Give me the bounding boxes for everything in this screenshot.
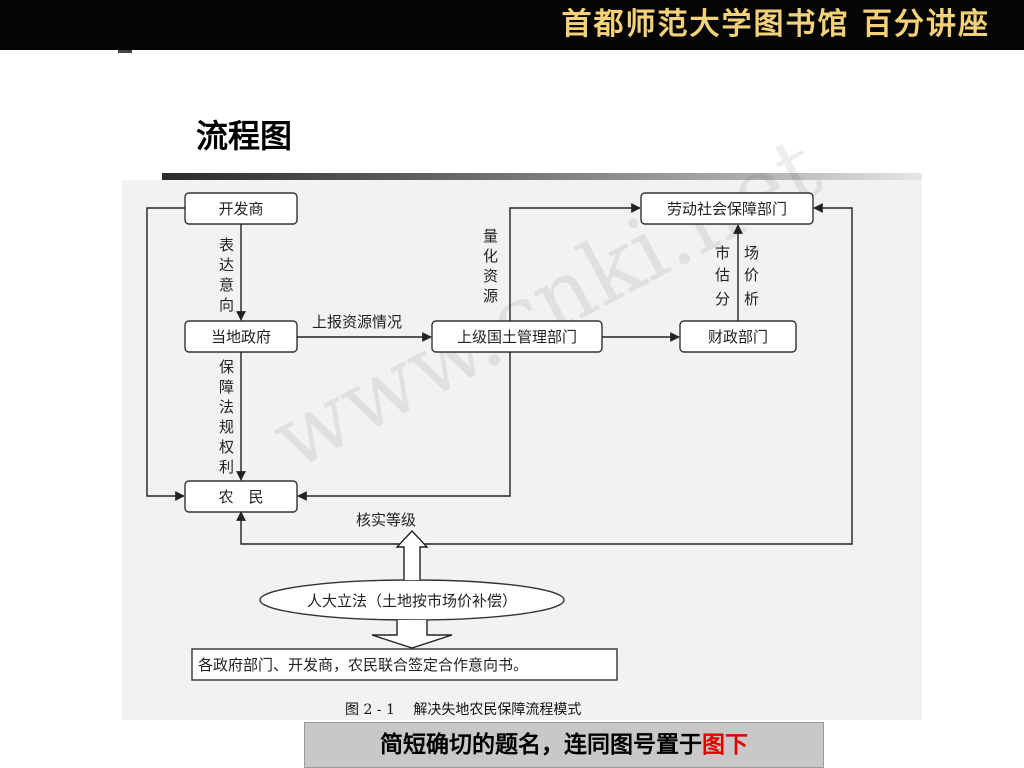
label-protect-rights-3: 规: [219, 418, 234, 436]
node-farmers-label: 农 民: [218, 488, 263, 506]
label-protect-rights-0: 保: [219, 358, 234, 376]
node-labor-dept-label: 劳动社会保障部门: [667, 200, 787, 218]
label-protect-rights-5: 利: [219, 458, 234, 476]
node-developer-label: 开发商: [218, 200, 263, 218]
label-quantify-resources-2: 资: [483, 267, 498, 285]
label-report-resources: 上报资源情况: [312, 313, 402, 331]
label-protect-rights-2: 法: [219, 398, 234, 416]
banner-title: 首都师范大学图书馆 百分讲座: [561, 7, 990, 42]
footer-note-highlight: 图下: [702, 731, 748, 758]
edge-developer-to-farmers: [146, 207, 185, 501]
label-protect-rights-1: 障: [219, 378, 234, 396]
label-express-intent-3: 向: [219, 296, 234, 314]
footer-note-text: 简短确切的题名，连同图号置于: [380, 731, 702, 758]
node-npc-label: 人大立法（土地按市场价补偿）: [307, 592, 517, 610]
title-underline: [162, 173, 922, 180]
edge-farmers-to-labor-loop: [236, 203, 853, 545]
node-agreement-box: [191, 648, 618, 681]
slide-title: 流程图: [196, 117, 293, 155]
label-market-left-2: 分: [715, 290, 730, 308]
label-quantify-resources-1: 化: [483, 247, 498, 265]
result-down-arrow: [371, 620, 453, 649]
label-express-intent-2: 意: [219, 276, 234, 294]
label-market-right-0: 场: [744, 244, 759, 262]
footer-note: 简短确切的题名，连同图号置于图下: [304, 722, 824, 768]
node-finance-dept-label: 财政部门: [708, 328, 768, 346]
label-market-right-2: 析: [744, 290, 759, 308]
label-quantify-resources-0: 量: [483, 227, 498, 245]
figure-caption: 图 2 - 1 解决失地农民保障流程模式: [345, 702, 581, 718]
label-verify-grade: 核实等级: [356, 511, 416, 529]
verify-up-arrow: [395, 529, 429, 580]
header-accent: [118, 50, 132, 53]
label-market-left-1: 估: [715, 266, 730, 284]
node-agreement-label: 各政府部门、开发商，农民联合签定合作意向书。: [198, 656, 528, 674]
node-land-dept-label: 上级国土管理部门: [457, 328, 577, 346]
label-express-intent-1: 达: [219, 256, 234, 274]
label-protect-rights-4: 权: [219, 438, 234, 456]
header-bar: 首都师范大学图书馆 百分讲座: [0, 0, 1024, 50]
label-market-right-1: 价: [744, 266, 759, 284]
node-local-gov-label: 当地政府: [211, 328, 271, 346]
label-quantify-resources-3: 源: [483, 287, 498, 305]
label-express-intent-0: 表: [219, 236, 234, 254]
label-market-left-0: 市: [715, 244, 730, 262]
